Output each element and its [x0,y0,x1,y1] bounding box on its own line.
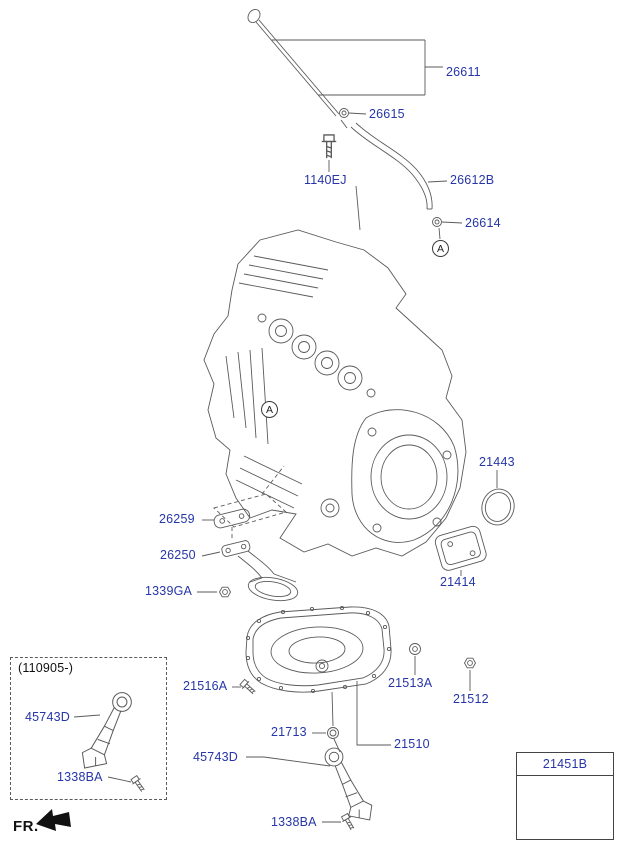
inset-part-label-21451b[interactable]: 21451B [517,753,613,776]
callout-a-tube: A [432,240,449,257]
drain-plug-drawing [463,657,477,691]
part-label-1339ga[interactable]: 1339GA [145,584,193,598]
part-label-21510[interactable]: 21510 [394,737,430,751]
part-label-21513a[interactable]: 21513A [388,676,433,690]
part-label-21443[interactable]: 21443 [479,455,515,469]
part-label-26250[interactable]: 26250 [160,548,196,562]
oil-pan-drawing [245,605,392,694]
fr-label: FR. [13,818,39,835]
leader-26611 [271,39,443,96]
inset-box: 21451B [516,752,614,840]
oring-drawing [312,691,341,753]
sensor-bolt-drawing [322,812,358,833]
part-label-21516a[interactable]: 21516A [183,679,228,693]
part-label-26259[interactable]: 26259 [159,512,195,526]
tube-grommet-drawing [432,217,463,240]
nut-drawing [197,586,232,598]
washer-drawing [409,643,421,675]
part-label-21512[interactable]: 21512 [453,692,489,706]
part-label-26615[interactable]: 26615 [369,107,405,121]
part-label-21414[interactable]: 21414 [440,575,476,589]
filler-tube-drawing [350,122,448,210]
plate-drawing [434,525,487,576]
variant-sensor-drawing [73,692,132,769]
seal-ring-drawing [481,470,515,526]
engine-drawing [203,185,467,557]
part-label-26614[interactable]: 26614 [465,216,501,230]
part-label-1338ba[interactable]: 1338BA [271,815,317,829]
fr-arrow-icon [36,809,71,831]
pan-bolt-drawing [232,677,259,697]
bolt-1140ej-drawing [321,134,337,172]
gasket-drawing [202,508,251,529]
leader-21510 [356,681,391,746]
callout-a-engine: A [261,401,278,418]
part-label-26611[interactable]: 26611 [446,65,481,79]
variant-caption: (110905-) [18,661,74,675]
part-label-1140ej[interactable]: 1140EJ [304,173,347,187]
variant-part-label-1338ba[interactable]: 1338BA [57,770,103,784]
part-label-21713[interactable]: 21713 [271,725,307,739]
dipstick-grommet-drawing [339,108,367,118]
gasket-dashed-links [213,465,287,540]
oil-level-sensor-drawing [246,747,373,821]
oil-pickup-drawing [201,540,299,602]
dipstick-drawing [247,9,348,129]
variant-part-label-45743d[interactable]: 45743D [25,710,70,724]
part-label-26612b[interactable]: 26612B [450,173,495,187]
variant-bolt-drawing [107,774,148,795]
variant-box [10,657,167,800]
part-label-45743d[interactable]: 45743D [193,750,238,764]
